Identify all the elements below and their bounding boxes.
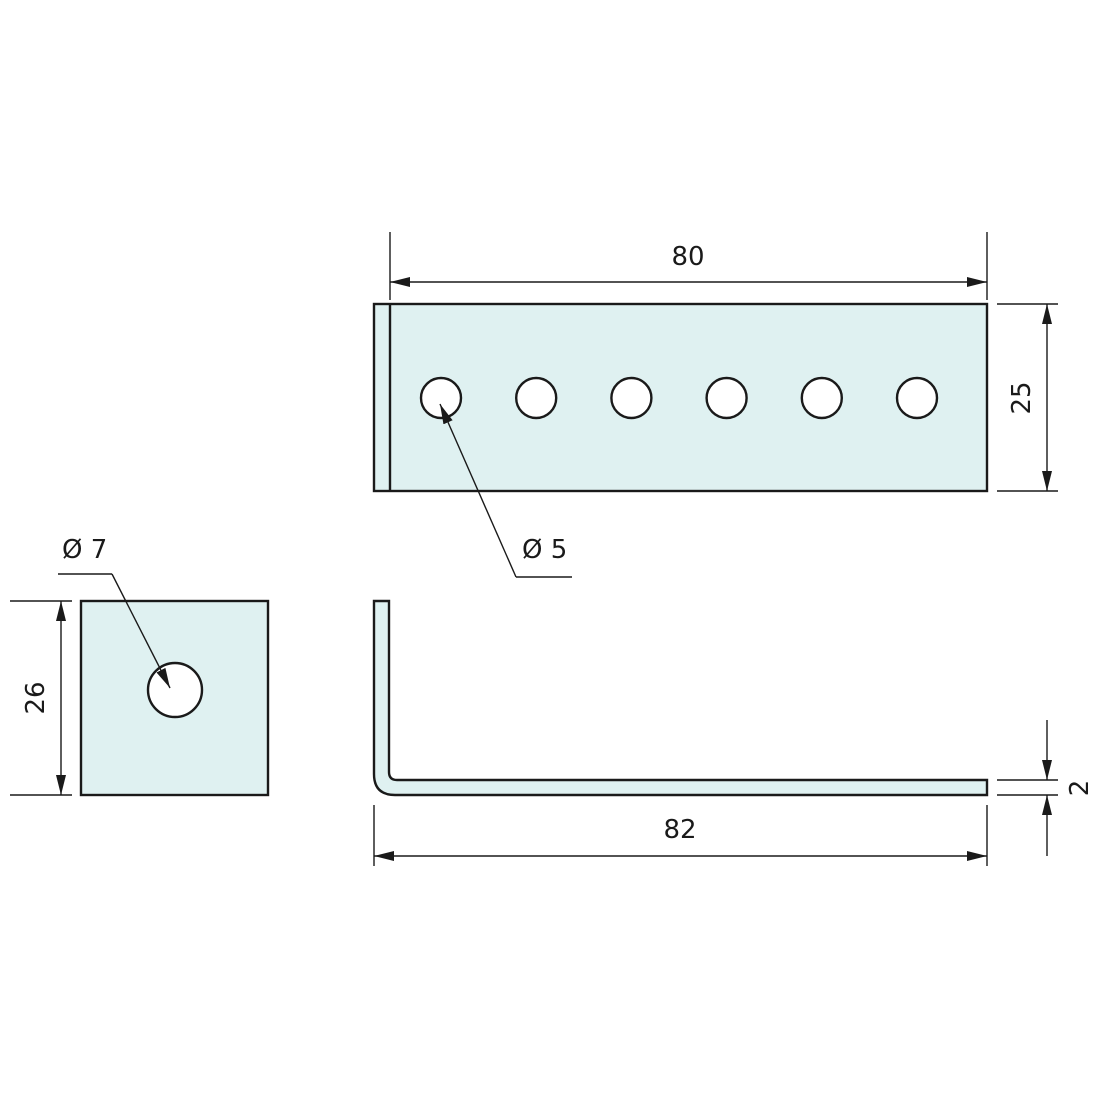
hole-small-label: Ø 5: [522, 535, 567, 565]
top-hole-5: [800, 376, 843, 420]
bottom-view: 82 2: [372, 599, 1095, 866]
hole-small-leader: [439, 403, 517, 578]
top-hole-2: [515, 376, 558, 420]
hole-large-label: Ø 7: [62, 535, 107, 565]
top-width-label: 80: [671, 242, 704, 272]
side-hole: [146, 661, 204, 719]
top-view: 80 25 Ø 5: [372, 232, 1058, 578]
top-plate: [372, 302, 989, 493]
top-hole-3: [610, 376, 653, 420]
top-hole-1: [419, 376, 463, 420]
thickness-label: 2: [1065, 780, 1095, 797]
top-hole-6: [895, 376, 939, 420]
top-hole-4: [705, 376, 748, 420]
bottom-length-label: 82: [663, 815, 696, 845]
l-profile: [372, 599, 989, 797]
top-holes: [419, 376, 939, 420]
top-height-label: 25: [1007, 381, 1037, 414]
side-height-label: 26: [21, 681, 51, 714]
side-view: 26 Ø 7: [10, 535, 270, 797]
hole-large-leader: [111, 573, 171, 689]
